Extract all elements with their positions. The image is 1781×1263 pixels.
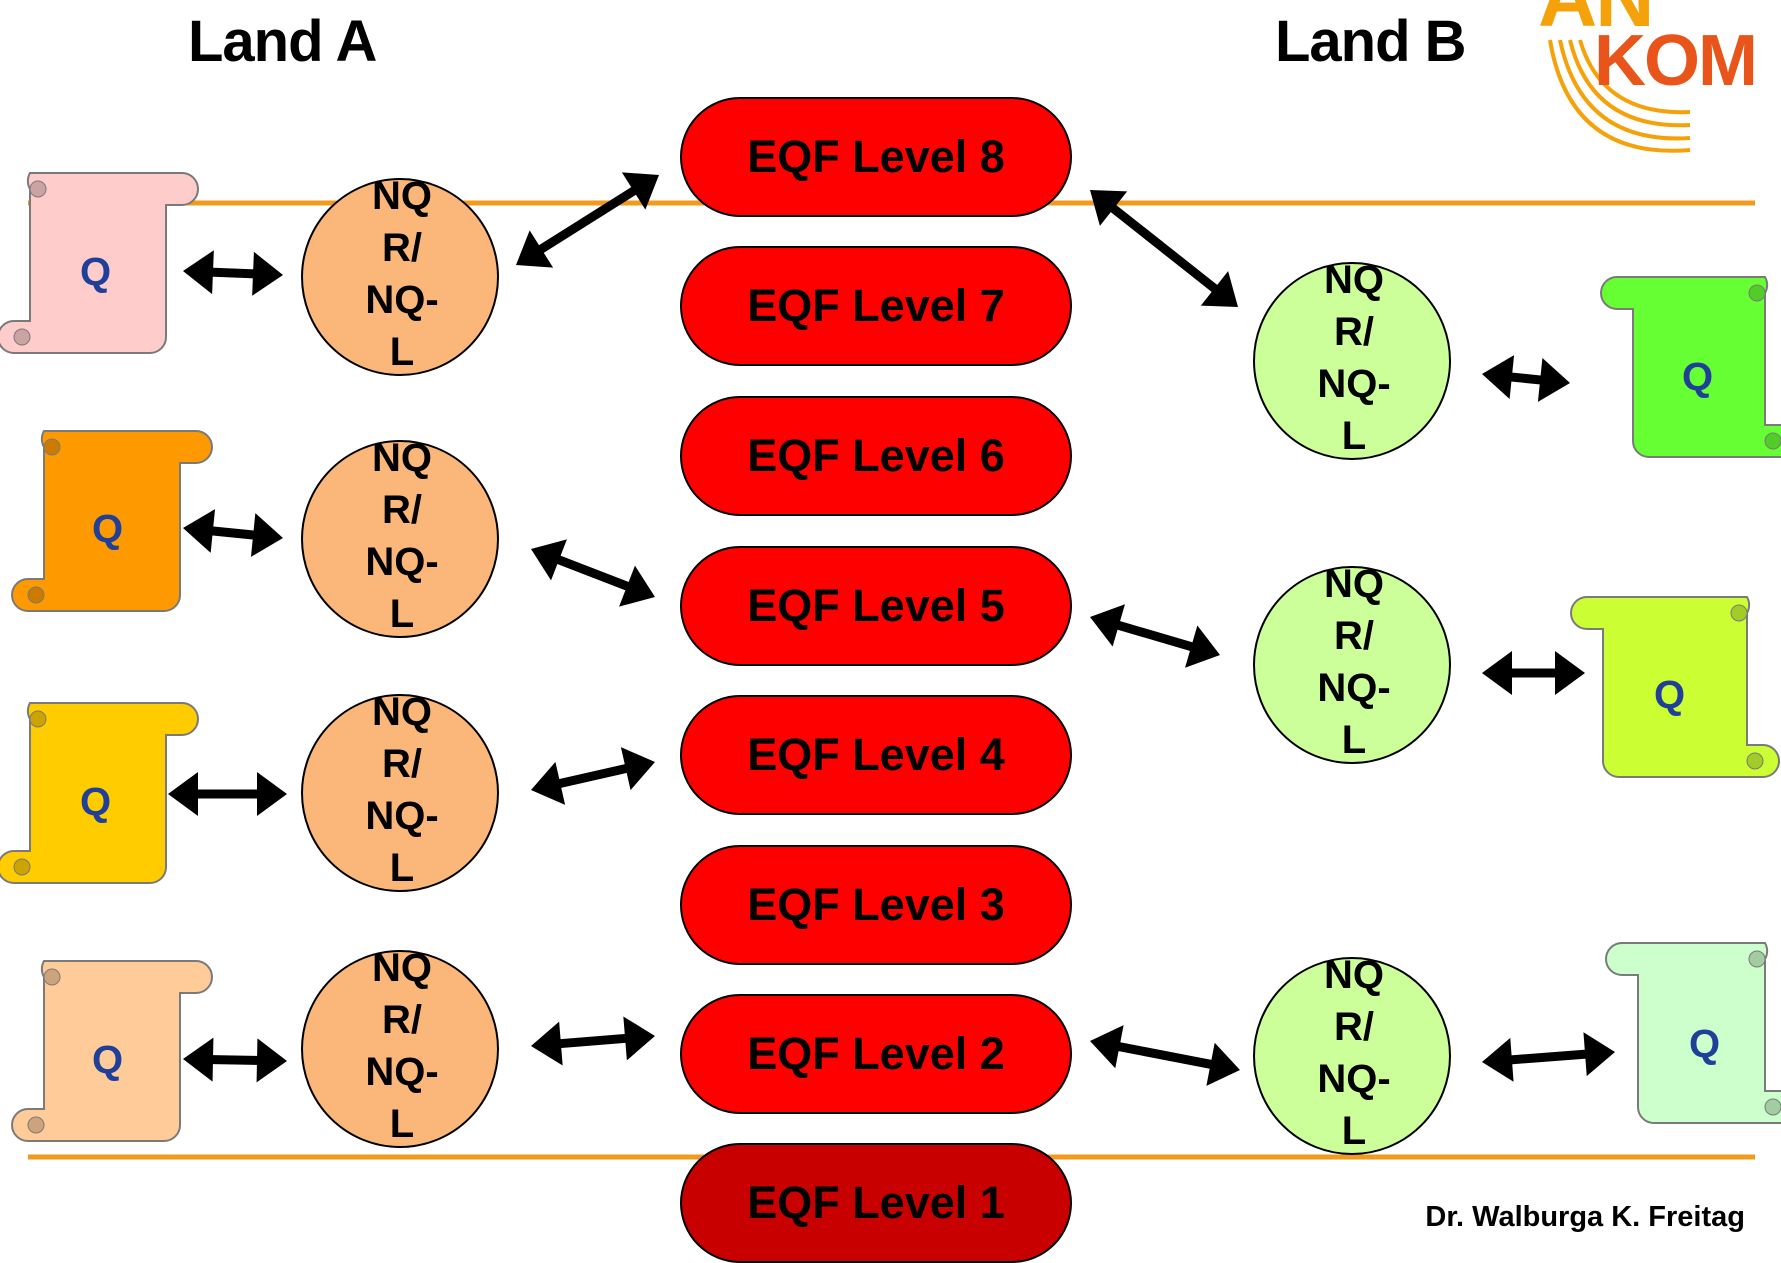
qualification-scroll-icon	[1570, 596, 1780, 778]
node-line: NQ	[372, 174, 432, 218]
qualification-scroll-icon	[11, 960, 213, 1142]
link-arrow	[183, 509, 283, 557]
qualification-scroll-icon	[1605, 942, 1781, 1124]
link-arrow	[1482, 1032, 1615, 1082]
land-b-qualification-label: Q	[1682, 355, 1714, 399]
land-a-qualification-label: Q	[80, 250, 112, 294]
node-line: NQ	[1324, 258, 1384, 302]
eqf-level-1: EQF Level 1	[680, 1143, 1072, 1263]
node-line: L	[389, 330, 415, 374]
qualification-scroll-icon	[1600, 276, 1781, 458]
eqf-level-4: EQF Level 4	[680, 695, 1072, 815]
author-credit: Dr. Walburga K. Freitag	[1425, 1201, 1745, 1233]
link-arrow	[1482, 355, 1570, 402]
link-arrow	[1090, 1025, 1240, 1086]
node-line: L	[389, 592, 415, 636]
eqf-level-2: EQF Level 2	[680, 994, 1072, 1114]
eqf-level-6: EQF Level 6	[680, 396, 1072, 516]
logo-bottom-text: KOM	[1594, 21, 1758, 101]
land-a-qualification-label: Q	[92, 1038, 124, 1082]
node-line: NQ-	[1317, 1057, 1391, 1101]
node-line: NQ	[1324, 953, 1384, 997]
node-line: NQ	[372, 436, 432, 480]
link-arrow	[1482, 651, 1585, 695]
land-b-framework-node: NQ R/NQ- L	[1253, 953, 1451, 1155]
land-a-framework-node: NQ R/NQ- L	[301, 946, 499, 1148]
land-a-title: Land A	[188, 9, 377, 74]
link-arrow	[168, 772, 287, 816]
node-line: NQ-	[365, 278, 439, 322]
qualification-scroll-icon	[11, 430, 213, 612]
link-arrow	[531, 1016, 655, 1066]
node-line: R/	[382, 742, 422, 786]
node-line: L	[1341, 414, 1367, 458]
land-a-qualification-label: Q	[80, 780, 112, 824]
node-line: NQ	[1324, 562, 1384, 606]
link-arrow	[516, 172, 659, 268]
ankom-logo: AN KOM	[1490, 0, 1781, 160]
node-line: NQ-	[365, 1050, 439, 1094]
land-a-framework-node: NQ R/NQ- L	[301, 690, 499, 892]
qualification-scroll-icon	[0, 172, 199, 354]
node-line: R/	[382, 488, 422, 532]
node-line: L	[389, 1102, 415, 1146]
eqf-level-5: EQF Level 5	[680, 546, 1072, 666]
node-line: NQ	[372, 946, 432, 990]
node-line: NQ-	[1317, 666, 1391, 710]
node-line: R/	[1334, 1005, 1374, 1049]
land-b-title: Land B	[1275, 9, 1467, 74]
link-arrow	[183, 1037, 287, 1083]
land-a-framework-node: NQ R/NQ- L	[301, 174, 499, 376]
link-arrow	[531, 747, 655, 805]
node-line: NQ-	[365, 540, 439, 584]
logo-rings-icon	[1548, 39, 1691, 153]
node-line: L	[1341, 718, 1367, 762]
node-line: NQ	[372, 690, 432, 734]
node-line: NQ-	[365, 794, 439, 838]
land-b-framework-node: NQ R/NQ- L	[1253, 562, 1451, 764]
link-arrow	[183, 250, 283, 296]
eqf-level-8: EQF Level 8	[680, 97, 1072, 217]
logo-top-text: AN	[1538, 0, 1654, 46]
link-arrow	[1090, 604, 1220, 668]
node-line: L	[389, 846, 415, 890]
land-b-framework-node: NQ R/NQ- L	[1253, 258, 1451, 460]
eqf-level-7: EQF Level 7	[680, 246, 1072, 366]
land-b-qualification-label: Q	[1654, 673, 1686, 717]
node-line: R/	[1334, 614, 1374, 658]
eqf-level-3: EQF Level 3	[680, 845, 1072, 965]
node-line: R/	[382, 226, 422, 270]
node-line: NQ-	[1317, 362, 1391, 406]
link-arrow	[1090, 190, 1238, 307]
land-a-framework-node: NQ R/NQ- L	[301, 436, 499, 638]
node-line: L	[1341, 1109, 1367, 1153]
node-line: R/	[382, 998, 422, 1042]
link-arrow	[531, 539, 655, 607]
land-a-qualification-label: Q	[92, 507, 124, 551]
node-line: R/	[1334, 310, 1374, 354]
qualification-scroll-icon	[0, 702, 199, 884]
land-b-qualification-label: Q	[1689, 1022, 1721, 1066]
